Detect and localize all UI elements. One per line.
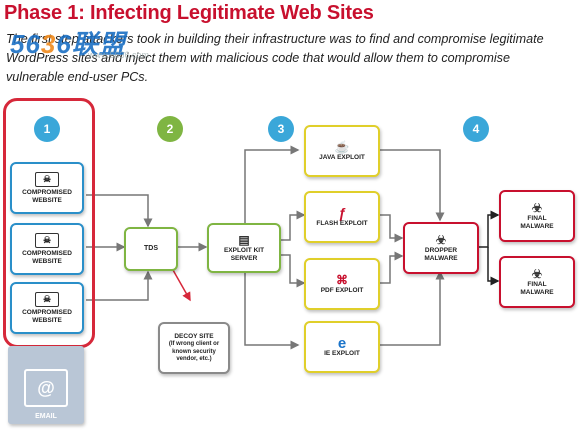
step-4-badge: 4 [463,116,489,142]
flash-icon: ƒ [338,204,346,221]
skull-laptop-icon: ☠ [35,232,59,248]
intro-text: The first step attackers took in buildin… [6,32,544,84]
step-1-badge: 1 [34,116,60,142]
final-malware-box-2: ☣ FINAL MALWARE [499,256,575,308]
ie-exploit-box: e IE EXPLOIT [304,321,380,373]
watermark-url: www.5636.com [88,50,150,60]
biohazard-icon: ☣ [531,266,543,281]
java-exploit-box: ☕ JAVA EXPLOIT [304,125,380,177]
ie-logo-icon: e [337,334,347,352]
decoy-site-box: DECOY SITE (If wrong client or known sec… [158,322,230,374]
server-icon: ▤ [238,232,250,247]
compromised-website-1: ☠ COMPROMISED WEBSITE [10,162,84,214]
final-malware-box-1: ☣ FINAL MALWARE [499,190,575,242]
watermark-logo: 5636联盟 [10,29,126,59]
pdf-exploit-box: ⌘ PDF EXPLOIT [304,258,380,310]
pdf-icon: ⌘ [336,272,348,287]
compromised-website-3: ☠ COMPROMISED WEBSITE [10,282,84,334]
flash-exploit-box: ƒ FLASH EXPLOIT [304,191,380,243]
skull-laptop-icon: ☠ [35,171,59,187]
biohazard-icon: ☣ [531,200,543,215]
envelope-icon: @ [24,369,68,407]
tds-box: TDS [124,227,178,271]
biohazard-icon: ☣ [435,232,447,247]
step-2-badge: 2 [157,116,183,142]
email-box: @ EMAIL [8,346,84,424]
step-3-badge: 3 [268,116,294,142]
compromised-website-2: ☠ COMPROMISED WEBSITE [10,223,84,275]
page-title: Phase 1: Infecting Legitimate Web Sites [4,2,374,24]
dropper-malware-box: ☣ DROPPER MALWARE [403,222,479,274]
skull-laptop-icon: ☠ [35,291,59,307]
exploit-kit-server-box: ▤ EXPLOIT KIT SERVER [207,223,281,273]
java-cup-icon: ☕ [334,139,350,154]
